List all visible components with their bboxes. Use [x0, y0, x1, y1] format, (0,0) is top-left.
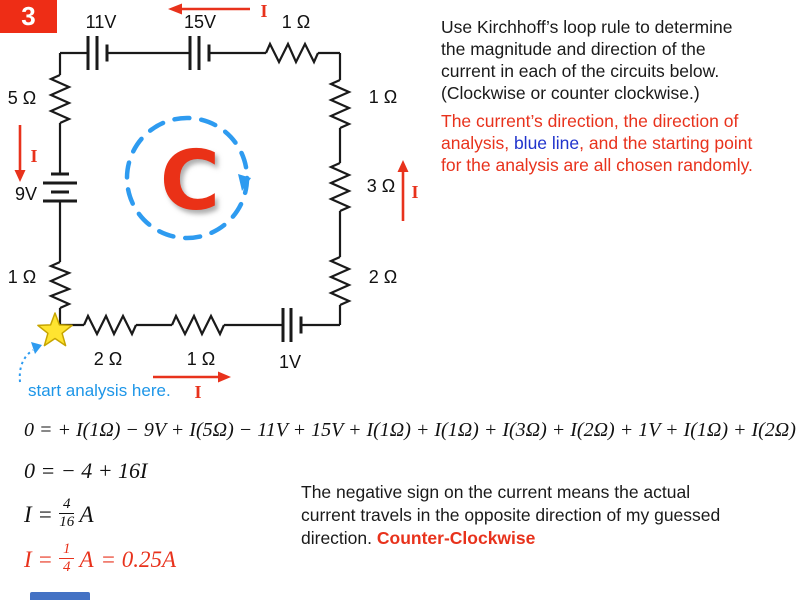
conclusion-line-2: current travels in the opposite directio… — [301, 505, 721, 525]
battery-11v-label: 11V — [85, 12, 117, 32]
solve-lhs: I = — [24, 502, 53, 528]
instruction-line-4: (Clockwise or counter clockwise.) — [441, 83, 700, 103]
resistor-left-1ohm — [48, 260, 72, 310]
battery-11v — [86, 36, 109, 70]
result-lhs: I = — [24, 547, 53, 573]
loop-equation: 0 = + I(1Ω) − 9V + I(5Ω) − 11V + 15V + I… — [24, 419, 796, 441]
solve-denominator: 16 — [59, 514, 75, 531]
counter-clockwise-highlight: Counter-Clockwise — [376, 528, 536, 548]
circuit-svg — [14, 3, 409, 383]
resistor-top-label: 1 Ω — [281, 12, 311, 32]
resistor-top-1ohm — [264, 41, 320, 65]
bottom-blue-bar — [30, 592, 90, 600]
resistor-bottom-2ohm — [82, 313, 138, 337]
conclusion-text: The negative sign on the current means t… — [301, 481, 761, 550]
current-label-left: I — [30, 146, 38, 166]
solve-numerator: 4 — [58, 496, 75, 515]
instruction-line-2: the magnitude and direction of the — [441, 39, 706, 59]
start-analysis-note: start analysis here. — [28, 381, 171, 400]
note-line-2: analysis, blue line, and the starting po… — [441, 132, 786, 154]
start-marker-star — [37, 312, 73, 347]
kirchhoff-instructions: Use Kirchhoff’s loop rule to determine t… — [441, 16, 786, 176]
circuit-wires — [58, 51, 342, 327]
loop-arrowhead — [238, 174, 251, 191]
current-label-right: I — [411, 182, 419, 202]
battery-1v-label: 1V — [278, 352, 302, 372]
resistor-right-3ohm — [328, 161, 352, 213]
current-arrow-bottom — [153, 371, 231, 383]
current-arrow-top — [168, 3, 250, 15]
note-line-3: for the analysis are all chosen randomly… — [441, 155, 753, 175]
conclusion-line-3: direction. — [301, 528, 377, 548]
resistor-bottom-1ohm — [170, 313, 226, 337]
note-line-1: The current’s direction, the direction o… — [441, 111, 739, 131]
instruction-line-3: current in each of the circuits below. — [441, 61, 720, 81]
resistor-right-top-label: 1 Ω — [368, 87, 398, 107]
battery-9v-label: 9V — [14, 184, 38, 204]
instruction-line-1: Use Kirchhoff’s loop rule to determine — [441, 17, 733, 37]
resistor-right-bottom-label: 2 Ω — [368, 267, 398, 287]
circuit-diagram: 11V 15V 1 Ω 5 Ω 1 Ω 3 Ω 2 Ω 9V 1 Ω 2 Ω 1… — [0, 0, 430, 410]
simplified-equation: 0 = − 4 + 16I — [24, 458, 148, 483]
current-label-top: I — [260, 1, 268, 21]
resistor-bottom-1ohm-label: 1 Ω — [186, 349, 216, 369]
resistor-5ohm-label: 5 Ω — [7, 88, 37, 108]
resistor-left-bottom-label: 1 Ω — [7, 267, 37, 287]
conclusion-line-1: The negative sign on the current means t… — [301, 482, 691, 502]
resistor-3ohm-label: 3 Ω — [366, 176, 396, 196]
slide-number-badge: 3 — [0, 0, 57, 33]
result-numerator: 1 — [58, 541, 75, 560]
battery-9v — [43, 172, 77, 203]
battery-1v — [281, 308, 303, 342]
result-denominator: 4 — [62, 559, 71, 576]
resistor-right-2ohm — [328, 255, 352, 307]
resistor-left-5ohm — [48, 73, 72, 125]
loop-direction-circle — [124, 115, 251, 241]
result-unit: A — [79, 547, 94, 573]
result-decimal: = 0.25A — [100, 547, 177, 573]
blue-line-reference: blue line — [513, 133, 580, 153]
solve-unit: A — [79, 502, 94, 528]
current-arrow-right — [397, 160, 409, 221]
loop-direction-letter: C — [159, 134, 221, 229]
resistor-right-1ohm — [328, 78, 352, 130]
randomness-note: The current’s direction, the direction o… — [441, 110, 786, 176]
battery-15v-label: 15V — [183, 12, 217, 32]
start-pointer-arrow — [18, 342, 42, 383]
current-arrow-left — [14, 125, 26, 182]
resistor-bottom-2ohm-label: 2 Ω — [93, 349, 123, 369]
current-label-bottom: I — [194, 382, 202, 402]
note-line-2-post: , and the starting point — [579, 133, 753, 153]
battery-15v — [188, 36, 211, 70]
note-line-2-pre: analysis, — [441, 133, 514, 153]
